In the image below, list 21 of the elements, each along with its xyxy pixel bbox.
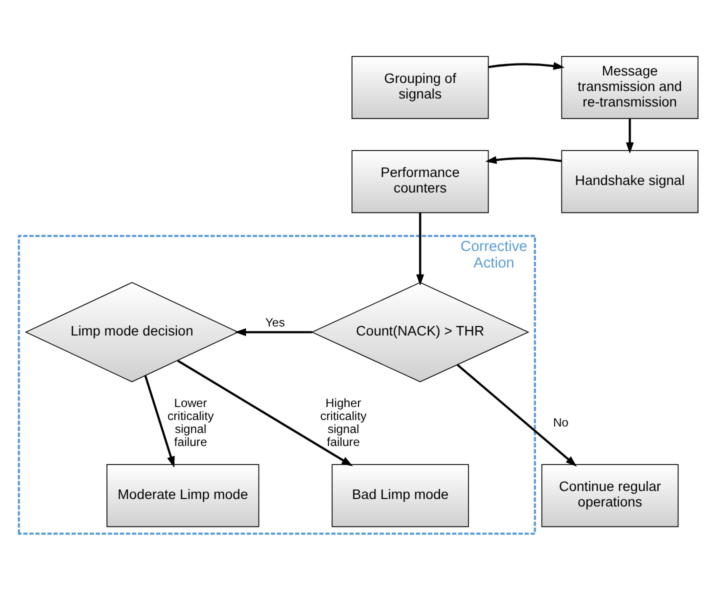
node-box: Grouping of signals — [352, 56, 489, 119]
node-diamond: Count(NACK) > THR — [310, 282, 530, 382]
node-box: Moderate Limp mode — [106, 464, 260, 527]
arrow — [416, 212, 424, 286]
edge-label: Higher criticality signal failure — [320, 395, 367, 448]
arrow — [488, 62, 565, 70]
arrow — [456, 363, 577, 466]
arrow — [485, 156, 562, 164]
node-box: Handshake signal — [561, 150, 698, 213]
arrow — [177, 359, 353, 466]
arrow — [234, 328, 312, 336]
node-box: Message transmission and re-transmission — [561, 56, 698, 119]
edge-label: Yes — [265, 314, 285, 329]
edge-label: Lower criticality signal failure — [167, 395, 214, 448]
arrow — [626, 118, 634, 154]
node-box: Continue regular operations — [541, 464, 679, 527]
node-diamond: Limp mode decision — [24, 282, 239, 382]
node-box: Bad Limp mode — [332, 464, 469, 527]
node-box: Performance counters — [352, 150, 489, 213]
edge-label: No — [553, 414, 569, 429]
arrow — [144, 374, 175, 468]
